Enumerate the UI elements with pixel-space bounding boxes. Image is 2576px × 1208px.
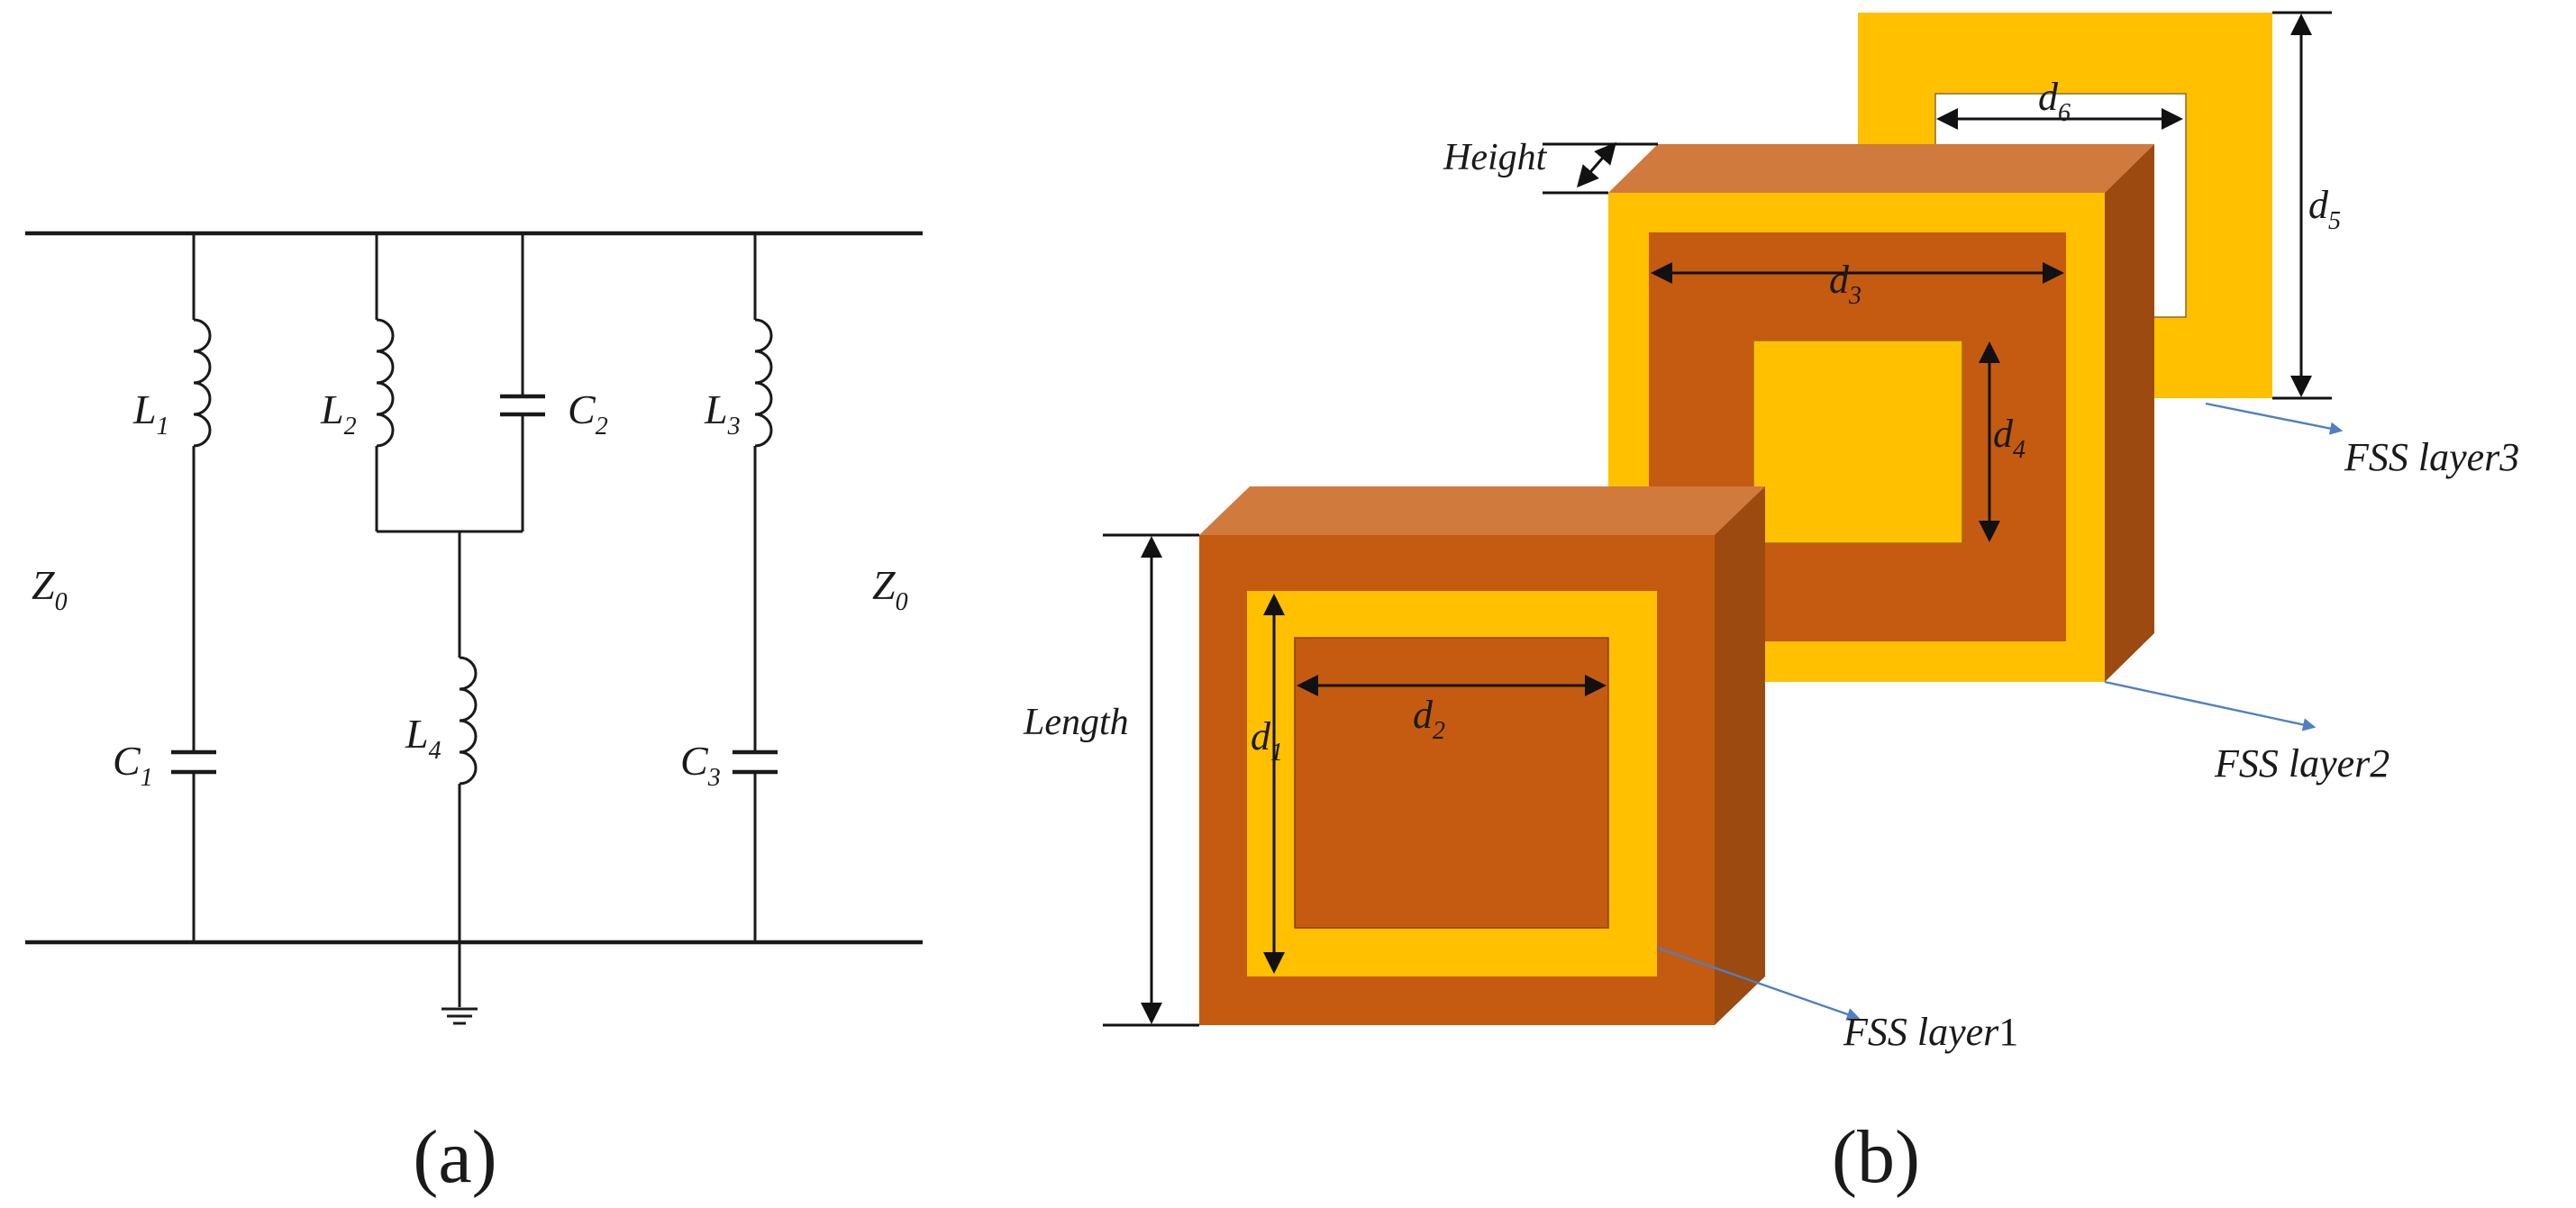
caption-b: (b) xyxy=(1832,1115,1920,1199)
label-c1: C1 xyxy=(113,738,153,792)
fss-layer-1 xyxy=(1199,486,1765,1025)
label-l2: L2 xyxy=(320,386,357,441)
label-c3: C3 xyxy=(680,738,721,792)
inductor-l1 xyxy=(193,318,212,448)
fss-panel: Height Length d1 d2 d3 d4 d5 d6 F xyxy=(1023,11,2519,1199)
label-fss-layer2: FSS layer2 xyxy=(2214,741,2389,786)
layer2-top-face xyxy=(1608,144,2154,193)
label-l3: L3 xyxy=(704,386,741,441)
label-z0-left: Z0 xyxy=(32,562,68,616)
label-d6: d6 xyxy=(2038,75,2071,127)
label-c2: C2 xyxy=(568,386,608,441)
layer1-top-face xyxy=(1199,486,1765,535)
branch-l2-c2-l4 xyxy=(375,233,545,1025)
label-l1: L1 xyxy=(132,386,169,441)
label-length: Length xyxy=(1023,702,1129,743)
inductor-l2 xyxy=(376,318,395,448)
layer2-yellow-window xyxy=(1752,340,1963,544)
label-d3: d3 xyxy=(1829,258,1861,310)
label-l4: L4 xyxy=(405,711,441,765)
layer1-brown-patch xyxy=(1294,637,1609,929)
inductor-l3 xyxy=(754,318,773,448)
leader-layer3 xyxy=(2205,402,2344,435)
label-d5: d5 xyxy=(2308,183,2341,235)
dimension-length xyxy=(1103,533,1199,1027)
branch-l3-c3 xyxy=(733,233,778,942)
ground-symbol xyxy=(441,1007,478,1025)
label-z0-right: Z0 xyxy=(872,562,908,616)
leader-layer1 xyxy=(1656,946,1861,1021)
label-fss-layer3: FSS layer3 xyxy=(2344,435,2519,479)
leader-layer2 xyxy=(2104,680,2317,731)
label-d1: d1 xyxy=(1251,714,1283,767)
dimension-height xyxy=(1543,141,1658,195)
circuit-panel: Z0 Z0 L1 L2 C2 L3 L4 C1 C3 (a) xyxy=(25,231,923,1199)
layer2-side-face xyxy=(2105,144,2154,682)
inductor-l4 xyxy=(459,656,478,786)
branch-l1-c1 xyxy=(171,233,216,942)
label-d2: d2 xyxy=(1413,693,1445,745)
label-d4: d4 xyxy=(1993,412,2025,464)
dimension-d5 xyxy=(2272,11,2332,400)
label-fss-layer1: FSS layer1 xyxy=(1843,1010,2018,1054)
layer1-side-face xyxy=(1715,486,1765,1025)
caption-a: (a) xyxy=(413,1115,496,1199)
label-height: Height xyxy=(1443,137,1548,178)
